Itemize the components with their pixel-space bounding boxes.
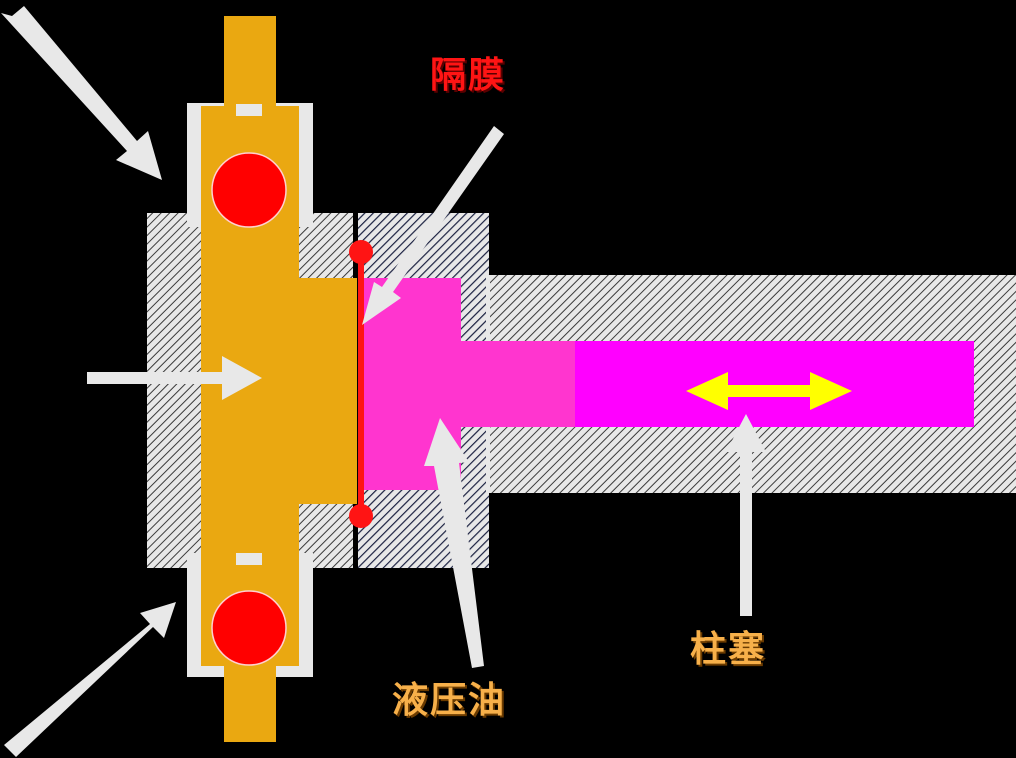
discharge-pipe xyxy=(224,664,276,742)
lower-check-ball xyxy=(211,590,287,666)
diaphragm-label: 隔膜 xyxy=(430,55,507,96)
inlet-arrow-icon xyxy=(87,356,262,400)
pump-chamber-channel xyxy=(201,218,299,562)
suction-arrow-icon xyxy=(1,6,162,180)
diaphragm-top-clamp xyxy=(349,240,373,264)
pump-chamber xyxy=(299,278,357,504)
lower-valve-seat xyxy=(236,553,262,565)
upper-valve-seat xyxy=(236,104,262,116)
diaphragm-pointer-arrow-icon xyxy=(362,126,504,325)
plunger-pointer-arrow-icon xyxy=(726,414,766,616)
plunger-label: 柱塞 xyxy=(690,629,767,670)
plunger xyxy=(575,341,974,427)
hydraulic-oil-label: 液压油 xyxy=(392,680,507,721)
oil-passage xyxy=(455,341,575,427)
oil-pointer-arrow-icon xyxy=(424,418,484,668)
discharge-arrow-icon xyxy=(4,602,176,757)
upper-check-ball xyxy=(211,152,287,228)
suction-pipe xyxy=(224,16,276,108)
diaphragm-bottom-clamp xyxy=(349,504,373,528)
double-headed-arrow-icon xyxy=(686,372,852,410)
